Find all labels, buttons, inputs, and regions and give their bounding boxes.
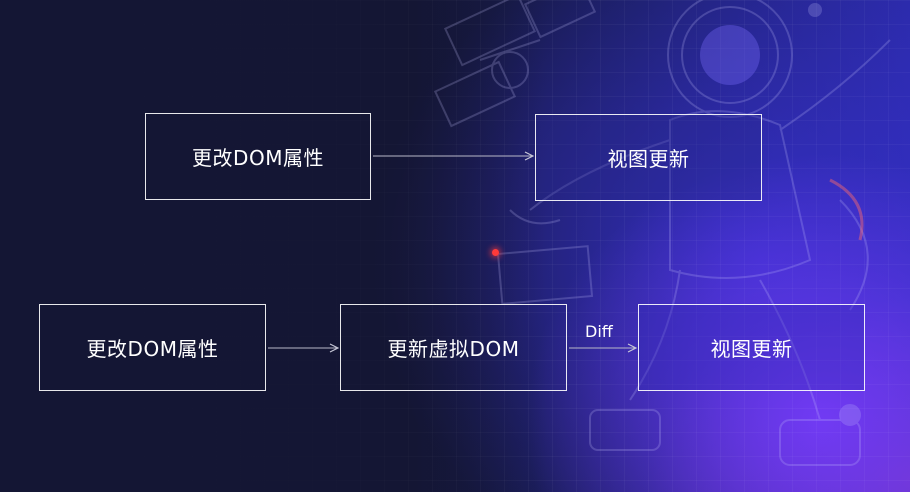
node-label: 更改DOM属性 [192,146,324,170]
node-update-virtual-dom: 更新虚拟DOM [340,304,567,391]
node-view-update-row1: 视图更新 [535,114,762,201]
node-change-dom-attr-row2: 更改DOM属性 [39,304,266,391]
node-label: 视图更新 [710,337,793,361]
laser-pointer-dot [492,249,499,256]
astronaut-illustration [433,0,891,466]
node-label: 更新虚拟DOM [387,337,520,361]
node-label: 更改DOM属性 [86,337,219,361]
node-label: 视图更新 [607,147,690,171]
edge-label-diff: Diff [585,322,613,341]
node-change-dom-attr-row1: 更改DOM属性 [145,113,371,200]
node-view-update-row2: 视图更新 [638,304,865,391]
